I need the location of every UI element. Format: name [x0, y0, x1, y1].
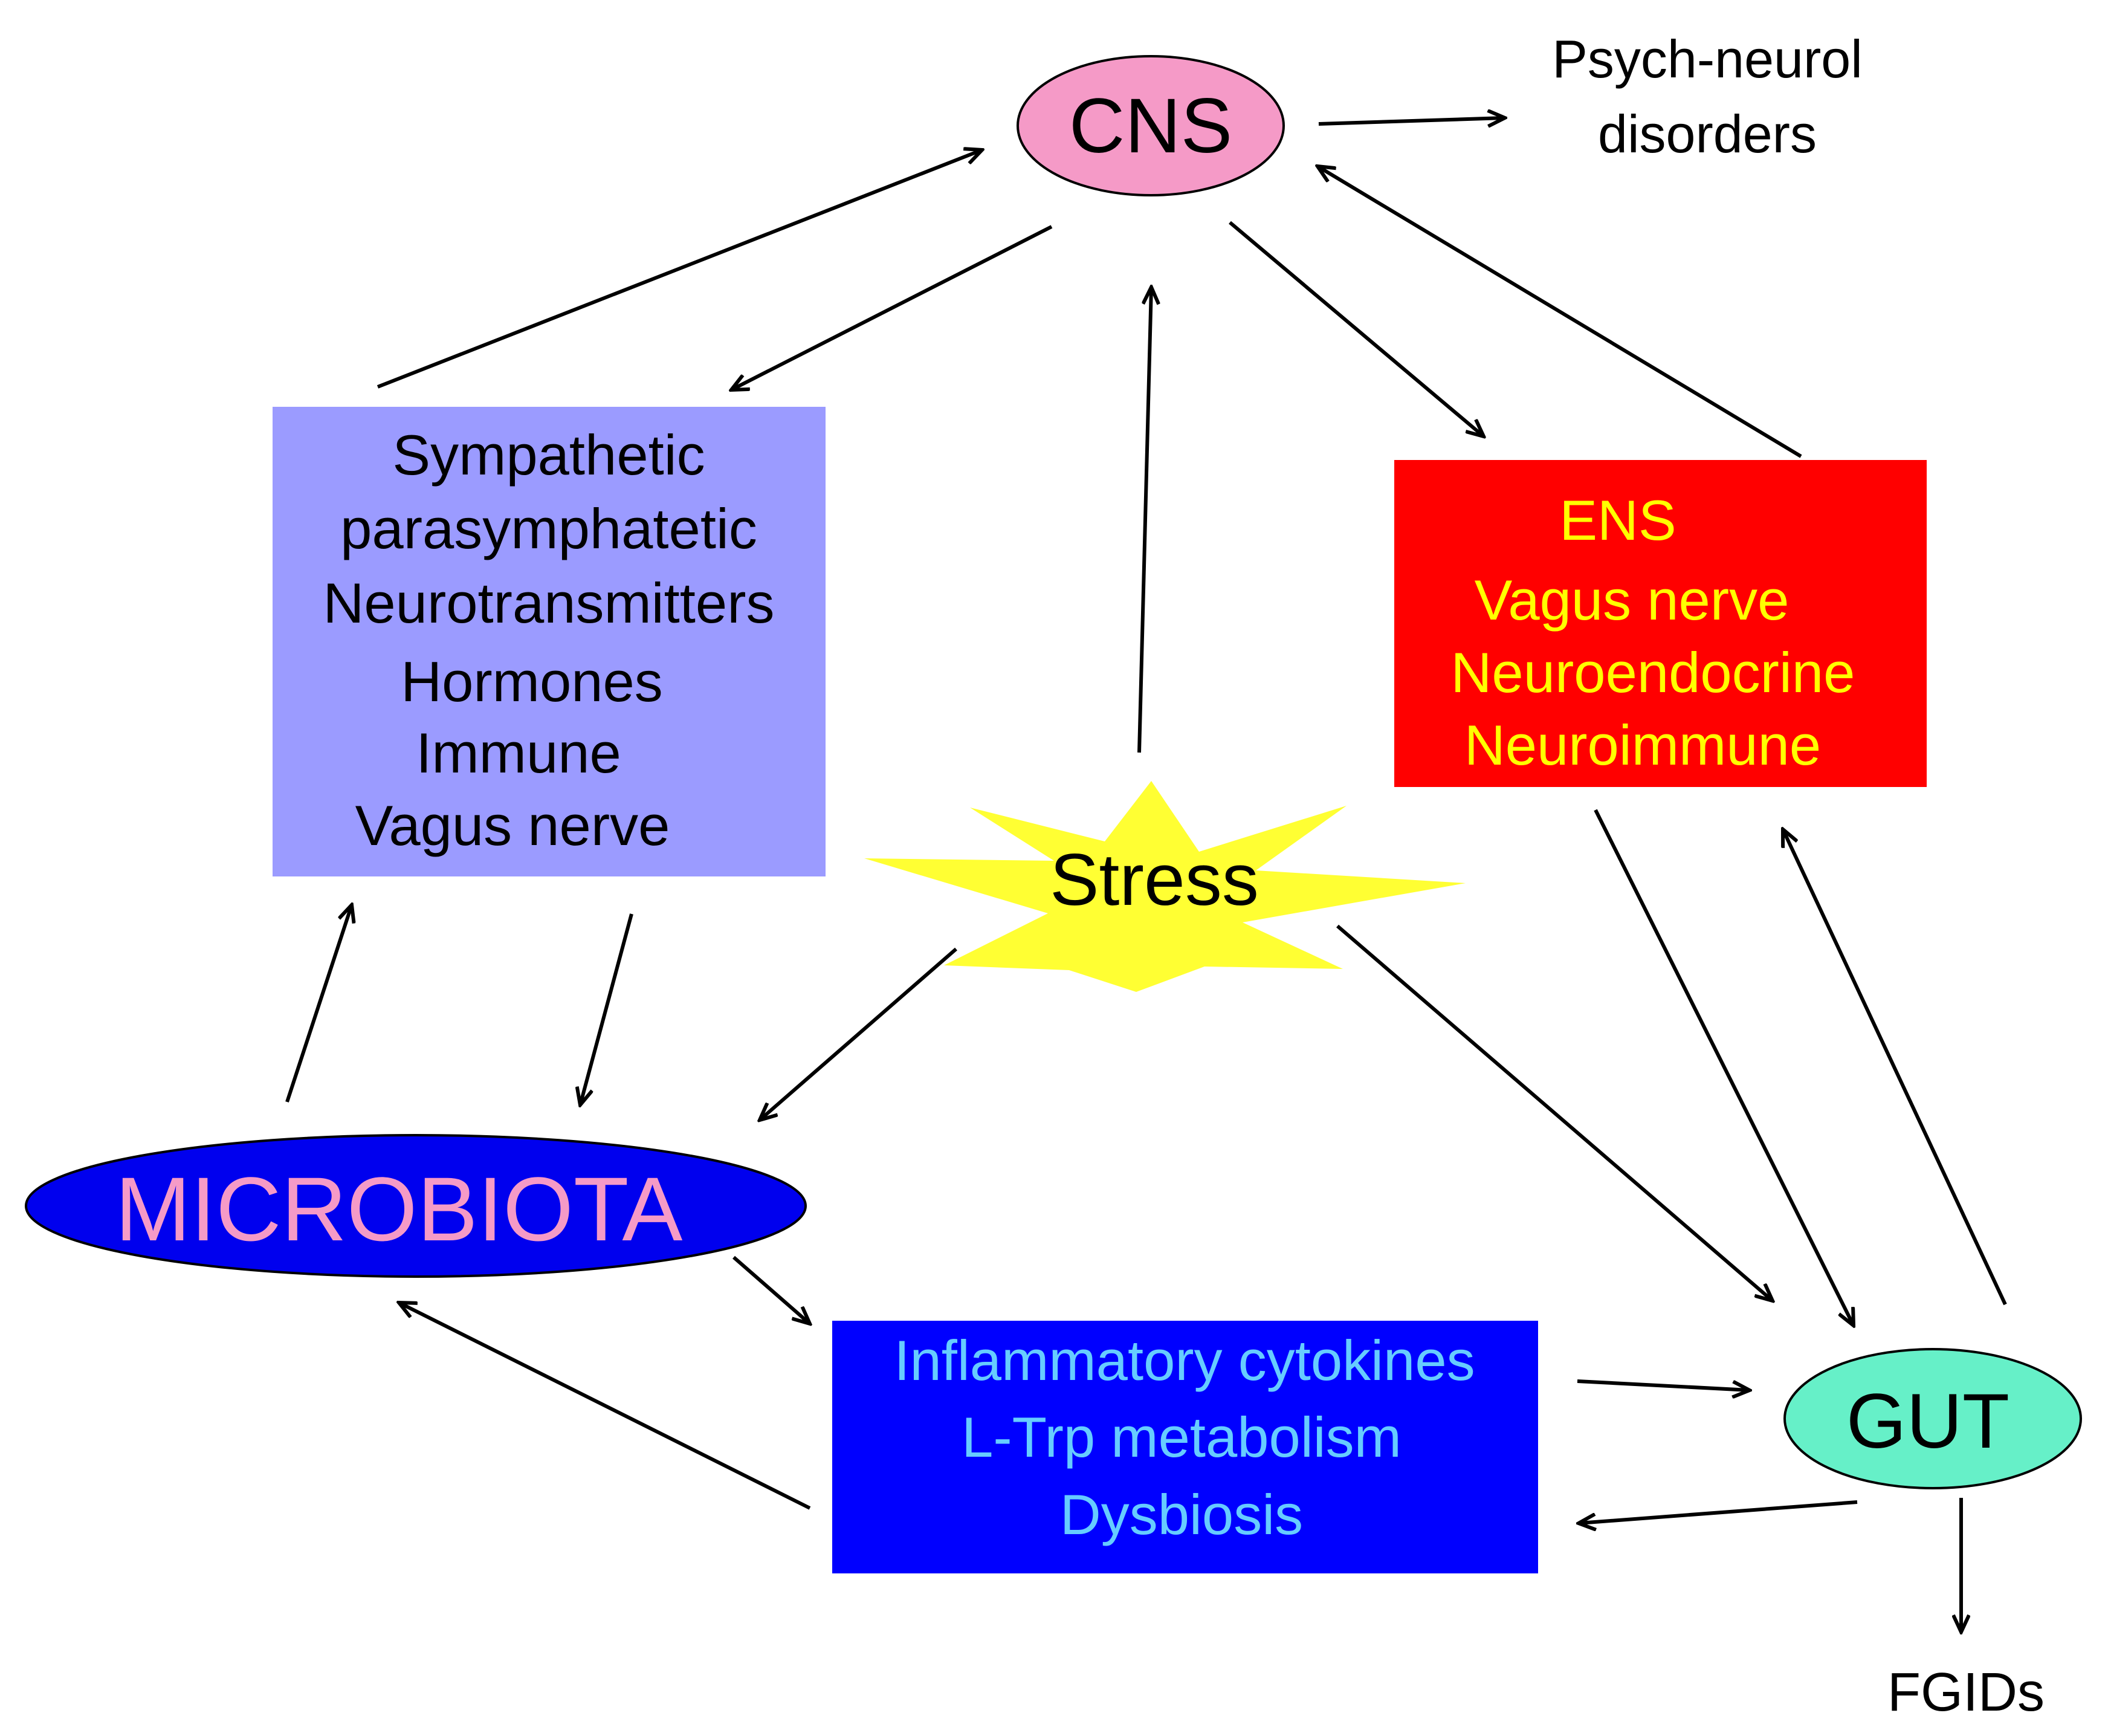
psych-label-line-2: disorders	[1598, 104, 1817, 164]
sympathetic-line-4: Hormones	[401, 650, 663, 713]
cns-ellipse	[1017, 55, 1285, 196]
sympathetic-line-6: Vagus nerve	[355, 794, 670, 857]
inflammatory-line-1: Inflammatory cytokines	[894, 1329, 1475, 1392]
sympathetic-line-2: parasymphatetic	[340, 497, 757, 560]
ens-text: ENS Vagus nerve Neuroendocrine Neuroimmu…	[1451, 488, 1855, 777]
inflammatory-box	[832, 1321, 1538, 1573]
arrow-stress-to-cns	[1137, 287, 1151, 753]
arrow-microbiota-to-sympathetic	[285, 905, 352, 1103]
arrow-inflammatory-to-microbiota	[399, 1303, 811, 1510]
arrow-gut-to-inflammatory	[1579, 1500, 1858, 1523]
microbiota-label: MICROBIOTA	[115, 1158, 683, 1260]
arrow-inflammatory-to-gut	[1577, 1379, 1750, 1390]
inflammatory-line-3: Dysbiosis	[1060, 1483, 1303, 1546]
arrow-gut-to-ens	[1783, 829, 2007, 1306]
arrow-microbiota-to-inflammatory	[732, 1255, 810, 1324]
stress-label: Stress	[1050, 838, 1259, 921]
stress-star	[864, 781, 1466, 992]
arrows	[285, 118, 2007, 1632]
inflammatory-text: Inflammatory cytokines L-Trp metabolism …	[894, 1329, 1475, 1546]
arrow-stress-to-gut	[1336, 924, 1773, 1301]
sympathetic-box	[273, 407, 826, 876]
sympathetic-line-5: Immune	[416, 721, 621, 785]
cns-label: CNS	[1069, 83, 1232, 169]
arrow-sympathetic-to-microbiota	[580, 913, 633, 1105]
sympathetic-line-1: Sympathetic	[392, 423, 705, 487]
ens-line-2: Vagus nerve	[1475, 568, 1790, 632]
gut-ellipse	[1783, 1348, 2082, 1489]
arrow-stress-to-microbiota	[760, 947, 957, 1120]
arrow-ens-to-gut	[1594, 809, 1854, 1326]
ens-line-1: ENS	[1559, 488, 1676, 552]
ens-box	[1394, 460, 1927, 787]
arrow-sympathetic-to-cns	[377, 150, 982, 389]
psych-label-line-1: Psych-neurol	[1552, 29, 1863, 89]
ens-line-3: Neuroendocrine	[1451, 641, 1855, 704]
gut-label: GUT	[1846, 1378, 2009, 1465]
arrow-cns-to-ens	[1229, 221, 1484, 436]
ens-line-4: Neuroimmune	[1464, 713, 1821, 777]
fgids-label: FGIDs	[1887, 1662, 2045, 1723]
inflammatory-line-2: L-Trp metabolism	[962, 1405, 1402, 1469]
sympathetic-text: Sympathetic parasymphatetic Neurotransmi…	[323, 423, 775, 857]
sympathetic-line-3: Neurotransmitters	[323, 571, 775, 635]
microbiota-ellipse	[25, 1134, 807, 1278]
arrow-ens-to-cns	[1318, 166, 1802, 458]
arrow-cns-to-sympathetic	[731, 225, 1053, 390]
arrow-cns-to-psych	[1318, 118, 1505, 124]
